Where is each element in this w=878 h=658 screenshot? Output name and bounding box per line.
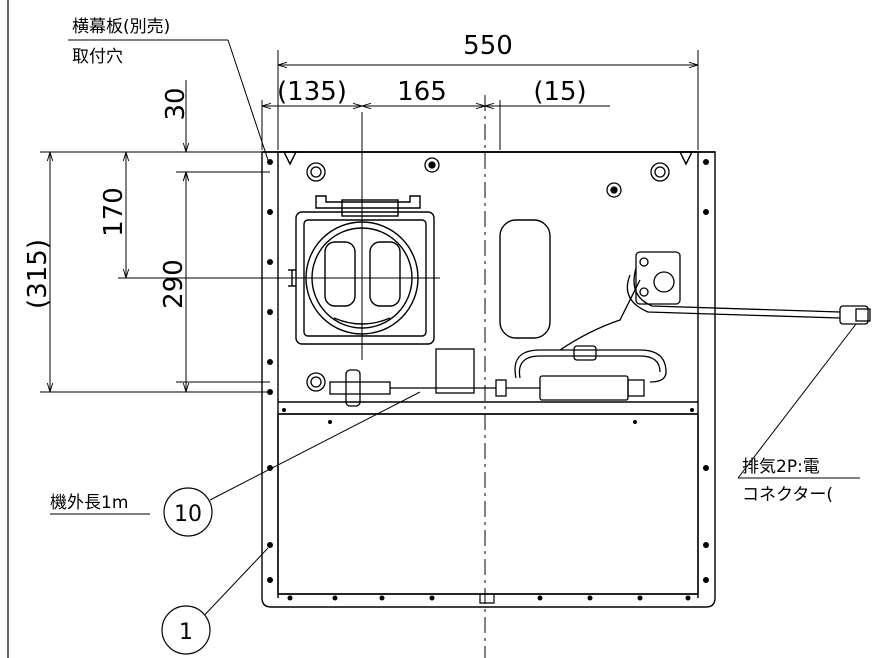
dim-170: 170 xyxy=(99,187,129,237)
rail-screws xyxy=(267,159,709,601)
label-exhaust-connector: 排気2P:電 xyxy=(742,457,820,477)
dim-30: 30 xyxy=(161,87,191,120)
dimension-lines xyxy=(40,50,699,393)
dim-15: (15) xyxy=(533,77,586,107)
control-box xyxy=(329,348,645,407)
dim-290: 290 xyxy=(159,259,189,309)
dim-315: (315) xyxy=(23,239,53,309)
leader-lines xyxy=(50,39,860,623)
callout-10-text: 10 xyxy=(174,502,202,527)
cable-harness xyxy=(514,251,871,383)
dim-550: 550 xyxy=(463,31,513,61)
mounting-bosses xyxy=(306,157,670,392)
label-connector: コネクター( xyxy=(742,485,833,505)
callout-1-text: 1 xyxy=(179,620,193,645)
dim-135: (135) xyxy=(277,77,347,107)
unit-housing xyxy=(261,151,716,608)
bottom-bracket xyxy=(479,594,495,604)
label-mount-hole: 取付穴 xyxy=(72,47,123,67)
centerlines xyxy=(196,95,486,658)
label-cord-length: 機外長1m xyxy=(50,493,128,513)
access-opening xyxy=(499,219,551,339)
callout-10: 10 xyxy=(163,487,213,537)
duct-flange xyxy=(288,195,435,345)
dim-165: 165 xyxy=(397,77,447,107)
callout-1: 1 xyxy=(161,605,211,655)
label-side-panel: 横幕板(別売) xyxy=(72,17,170,37)
